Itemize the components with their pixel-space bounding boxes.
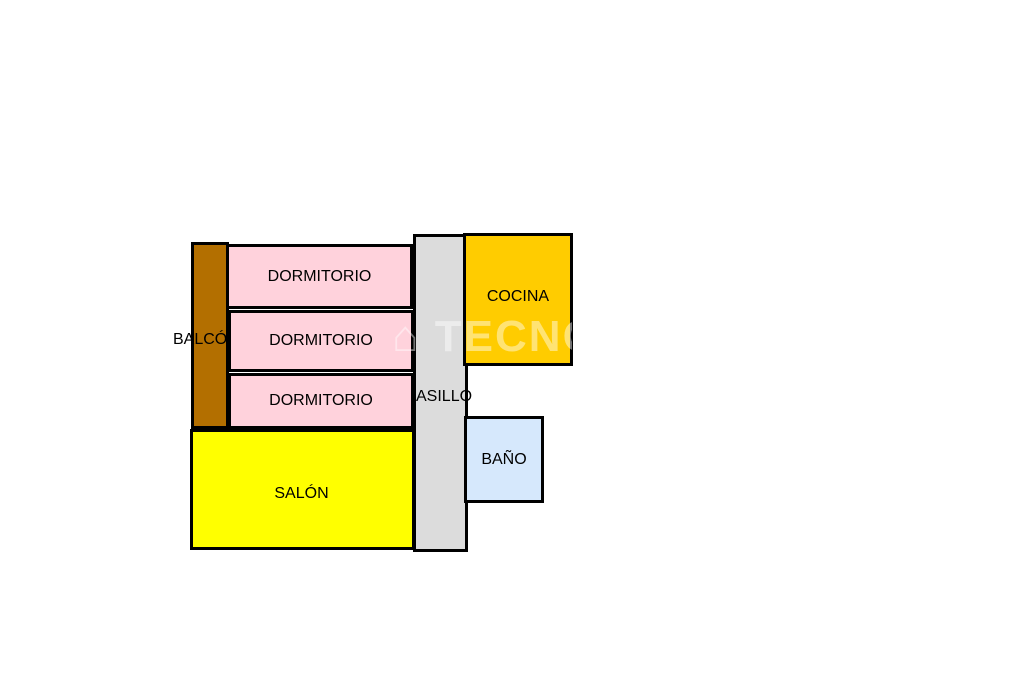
living-room: SALÓN (190, 429, 415, 550)
bedroom-1: DORMITORIO (226, 244, 413, 309)
bathroom-label: BAÑO (481, 450, 527, 468)
bedroom-2: DORMITORIO (228, 310, 414, 372)
bedroom-3-label: DORMITORIO (269, 392, 373, 409)
kitchen-label: COCINA (486, 287, 550, 305)
kitchen: COCINA (463, 233, 573, 366)
balcony (191, 242, 229, 429)
hallway-label: ASILLO (416, 388, 473, 405)
bedroom-1-label: DORMITORIO (267, 267, 372, 285)
living-room-label: SALÓN (274, 484, 329, 502)
balcony-label: BALCÓ (173, 331, 228, 348)
hallway (413, 234, 468, 552)
bedroom-2-label: DORMITORIO (269, 332, 373, 349)
bedroom-3: DORMITORIO (228, 373, 414, 429)
bathroom: BAÑO (464, 416, 544, 503)
